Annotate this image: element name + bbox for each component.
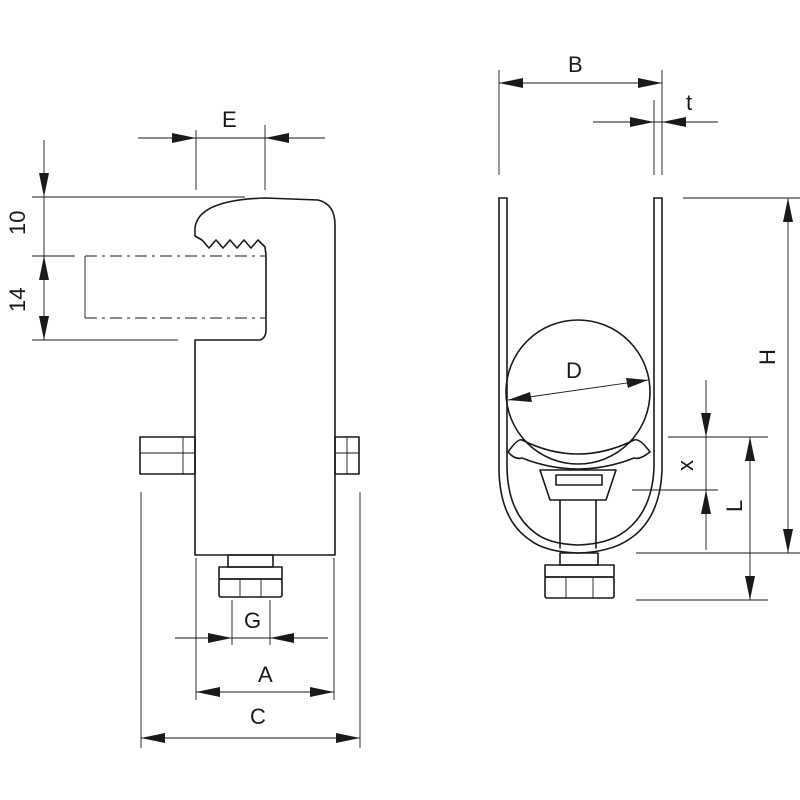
dimension-label-h: H xyxy=(755,349,780,365)
dimension-b: B xyxy=(498,52,663,175)
dimension-g: G xyxy=(175,600,328,645)
dimension-h: H xyxy=(636,197,800,554)
dimension-label-l: L xyxy=(722,500,747,512)
dimension-label-b: B xyxy=(568,52,583,77)
dimension-label-c: C xyxy=(250,704,266,729)
front-view: D B t xyxy=(498,52,800,601)
dimension-label-g: G xyxy=(244,608,261,633)
dimension-label-a: A xyxy=(258,662,273,687)
clamp-body xyxy=(194,197,336,556)
dimension-label-14: 14 xyxy=(5,288,30,312)
dimension-e: E xyxy=(138,107,325,190)
pipe-circle xyxy=(505,319,651,465)
dimension-x: x xyxy=(632,380,768,550)
saddle xyxy=(507,438,651,470)
pipe-diameter: D xyxy=(505,319,651,465)
beam-flange-section xyxy=(84,255,265,319)
stud-and-nut xyxy=(218,554,283,598)
strap-inner xyxy=(506,197,655,546)
dimension-label-t: t xyxy=(686,90,692,115)
insert-block xyxy=(539,469,617,501)
dimension-label-e: E xyxy=(222,107,237,132)
dimension-label-d: D xyxy=(566,358,582,383)
dimension-l: L xyxy=(636,437,768,601)
front-nut xyxy=(544,552,615,599)
dimension-label-x: x xyxy=(673,460,698,471)
side-view: E 10 14 G xyxy=(5,107,361,748)
cross-bar xyxy=(139,436,360,475)
dimension-c: C xyxy=(140,492,361,748)
dimension-t: t xyxy=(593,90,718,175)
dimension-label-10: 10 xyxy=(5,211,30,235)
dimension-a: A xyxy=(195,558,335,700)
dimension-10-14: 10 14 xyxy=(5,140,245,341)
